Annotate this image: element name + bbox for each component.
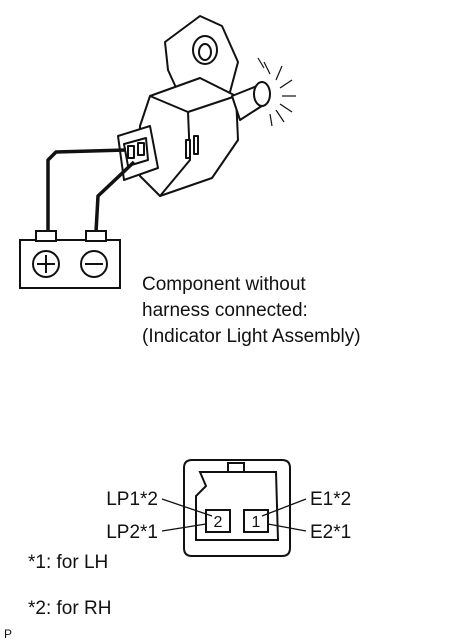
caption-line-2: harness connected: — [142, 300, 308, 321]
pin-number-1: 1 — [252, 514, 261, 531]
indicator-light-assembly — [117, 15, 271, 197]
note-lh: *1: for LH — [28, 552, 108, 573]
battery-negative-terminal — [80, 250, 108, 278]
connector-front-view — [183, 459, 291, 557]
caption-line-1: Component without — [142, 274, 306, 295]
leader-lines — [161, 498, 307, 532]
pin-number-2: 2 — [214, 514, 223, 531]
light-rays-icon — [257, 57, 296, 127]
corner-mark: P — [4, 627, 12, 641]
label-lp2: LP2*1 — [106, 522, 158, 543]
note-rh: *2: for RH — [28, 598, 111, 619]
test-wires — [46, 148, 136, 233]
label-lp1: LP1*2 — [106, 489, 158, 510]
caption-line-3: (Indicator Light Assembly) — [142, 326, 361, 347]
battery-positive-terminal — [32, 250, 60, 278]
label-e1: E1*2 — [310, 489, 351, 510]
label-e2: E2*1 — [310, 522, 351, 543]
